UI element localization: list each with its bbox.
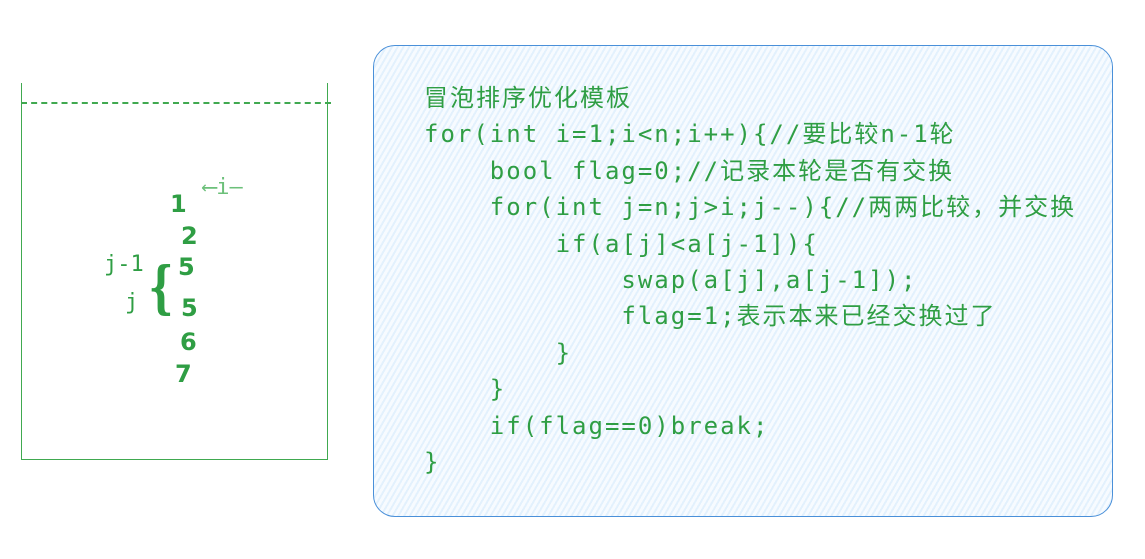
array-value: 5 [178, 253, 195, 281]
array-value: 1 [170, 190, 187, 218]
code-line: bool flag=0;//记录本轮是否有交换 [424, 156, 955, 185]
code-block: 冒泡排序优化模板 for(int i=1;i<n;i++){//要比较n-1轮 … [424, 80, 1076, 480]
array-value: 2 [181, 222, 198, 250]
j-minus-1-label: j-1 [104, 252, 144, 277]
code-line: if(a[j]<a[j-1]){ [424, 229, 819, 258]
j-label: j [125, 290, 139, 315]
code-line: } [424, 338, 573, 367]
code-line: } [424, 375, 507, 404]
pointer-i-label: i [216, 175, 230, 200]
code-line: if(flag==0)break; [424, 411, 770, 440]
code-line: swap(a[j],a[j-1]); [424, 265, 918, 294]
code-card [373, 45, 1113, 517]
top-dashed-line [21, 102, 331, 104]
array-container [21, 83, 328, 460]
code-line: for(int j=n;j>i;j--){//两两比较，并交换 [424, 193, 1077, 222]
code-line: for(int i=1;i<n;i++){//要比较n-1轮 [424, 120, 956, 149]
array-value: 5 [181, 294, 198, 322]
code-title: 冒泡排序优化模板 [424, 84, 632, 112]
pointer-i-arrow: ⟵i— [203, 175, 243, 200]
array-value: 7 [175, 360, 192, 388]
code-line: flag=1;表示本来已经交换过了 [424, 302, 997, 331]
brace-icon: { [148, 255, 174, 321]
code-line: } [424, 447, 441, 476]
array-value: 6 [180, 328, 197, 356]
